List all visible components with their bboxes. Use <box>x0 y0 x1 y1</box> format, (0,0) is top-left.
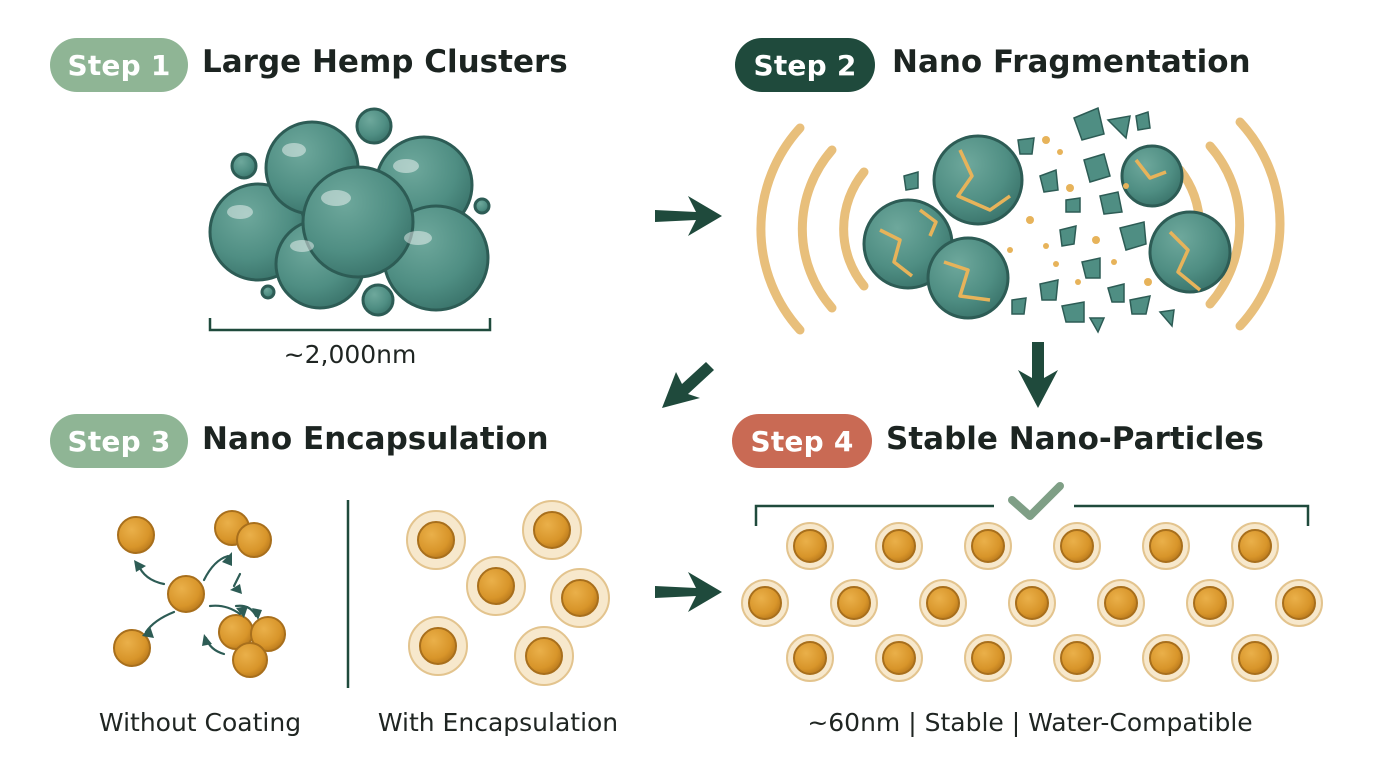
bracket-right <box>1074 504 1310 526</box>
arrow-icon <box>655 572 722 612</box>
nano-particle-core <box>837 586 871 620</box>
nano-particle-core <box>971 529 1005 563</box>
step-4-badge: Step 4 <box>732 414 872 468</box>
check-icon <box>1008 482 1064 520</box>
arrow-icon <box>662 362 714 408</box>
step-4-title: Stable Nano-Particles <box>886 421 1264 457</box>
nano-particle-core <box>793 641 827 675</box>
step-2-badge: Step 2 <box>735 38 875 92</box>
step-2-title: Nano Fragmentation <box>892 44 1251 80</box>
step-4-caption: ~60nm | Stable | Water-Compatible <box>807 708 1253 737</box>
nano-particle-core <box>1060 529 1094 563</box>
fragment-shards <box>903 106 1175 334</box>
hemp-sphere <box>230 152 258 180</box>
hemp-sphere <box>473 197 491 215</box>
nano-particle-core <box>926 586 960 620</box>
arrow-icon <box>655 196 722 236</box>
nano-particle-core <box>882 529 916 563</box>
size-bracket <box>208 318 492 332</box>
step-1-size-label: ~2,000nm <box>283 340 417 369</box>
nano-particle-core <box>1149 529 1183 563</box>
hemp-sphere <box>301 165 415 279</box>
step-1-badge: Step 1 <box>50 38 188 92</box>
nano-particle-core <box>1238 529 1272 563</box>
nano-particle-core <box>1238 641 1272 675</box>
fragment-sparks <box>1007 136 1152 286</box>
nano-particle-core <box>793 529 827 563</box>
nano-particle-core <box>1015 586 1049 620</box>
ultrasonic-wave-left <box>756 123 869 335</box>
encapsulated-particles <box>406 500 610 686</box>
nano-particle-core <box>882 641 916 675</box>
step-3-left-caption: Without Coating <box>98 708 302 737</box>
arrow-icon <box>1018 342 1058 408</box>
bracket-left <box>754 504 994 526</box>
nano-particle-core <box>1060 641 1094 675</box>
nano-particle-core <box>748 586 782 620</box>
hemp-sphere <box>260 284 276 300</box>
stable-particle-grid <box>741 522 1323 682</box>
uncoated-particles <box>113 510 286 678</box>
hemp-sphere <box>361 283 395 317</box>
step-3-badge: Step 3 <box>50 414 188 468</box>
nano-particle-core <box>1193 586 1227 620</box>
nano-particle-core <box>1149 641 1183 675</box>
nano-particle-core <box>1282 586 1316 620</box>
nano-particle-core <box>1104 586 1138 620</box>
step-1-title: Large Hemp Clusters <box>202 44 568 80</box>
step-3-title: Nano Encapsulation <box>202 421 549 457</box>
nano-particle-core <box>971 641 1005 675</box>
hemp-sphere <box>355 107 393 145</box>
step-3-right-caption: With Encapsulation <box>377 708 619 737</box>
